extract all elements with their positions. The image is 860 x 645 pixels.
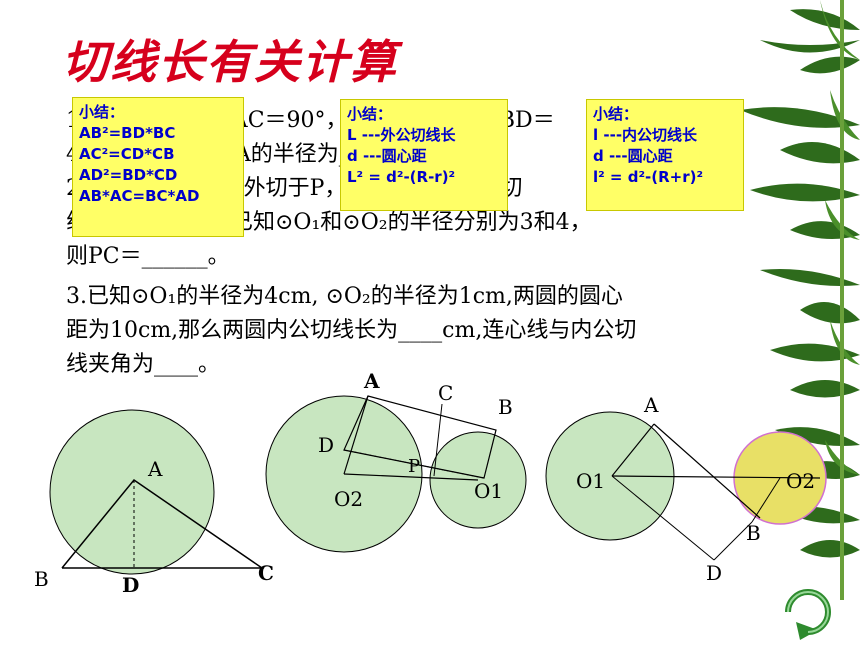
label-d: D: [706, 561, 722, 585]
note-line: d ---圆心距: [593, 147, 673, 165]
label-o2: O2: [786, 469, 815, 493]
label-d: D: [318, 433, 334, 457]
triangle-abc: [61, 478, 265, 569]
note-line: l ---内公切线长: [593, 126, 698, 144]
circle-a: [49, 409, 215, 575]
note-line: AB*AC=BC*AD: [79, 187, 200, 205]
figure-3: A O1 O2 B D: [545, 393, 827, 585]
note-title: 小结：: [347, 105, 393, 123]
label-b: B: [498, 395, 513, 419]
page-title: 切线长有关计算: [62, 35, 398, 89]
label-o1: O1: [474, 479, 503, 503]
label-a: A: [147, 457, 163, 481]
problem-3-line-1: 3.已知⊙O₁的半径为4cm, ⊙O₂的半径为1cm,两圆的圆心: [66, 284, 623, 309]
summary-note-right-triangle: 小结： AB²=BD*BC AC²=CD*CB AD²=BD*CD AB*AC=…: [72, 97, 244, 237]
label-o2: O2: [334, 487, 363, 511]
problem-3-line-3: 线夹角为____。: [66, 352, 221, 377]
note-line: l² = d²-(R+r)²: [593, 168, 704, 186]
note-line: L ---外公切线长: [347, 126, 456, 144]
summary-note-external-tangent: 小结： L ---外公切线长 d ---圆心距 L² = d²-(R-r)²: [340, 99, 508, 211]
note-line: L² = d²-(R-r)²: [347, 168, 456, 186]
return-arrow-icon[interactable]: [778, 582, 838, 642]
problem-2-line-3: 则PC＝______。: [66, 244, 230, 269]
label-a: A: [643, 393, 659, 417]
problem-3-line-2: 距为10cm,那么两圆内公切线长为____cm,连心线与内公切: [66, 318, 637, 343]
note-title: 小结：: [79, 103, 125, 121]
figure-1: A B C D: [34, 409, 274, 597]
note-line: d ---圆心距: [347, 147, 427, 165]
label-o1: O1: [576, 469, 605, 493]
note-line: AD²=BD*CD: [79, 166, 178, 184]
label-p: P: [408, 456, 420, 477]
note-line: AB²=BD*BC: [79, 124, 176, 142]
note-line: AC²=CD*CB: [79, 145, 175, 163]
figure-2: A C B D P O2 O1: [265, 369, 527, 553]
note-title: 小结：: [593, 105, 639, 123]
label-b: B: [746, 521, 761, 545]
label-a: A: [363, 369, 380, 393]
label-c: C: [438, 381, 453, 405]
label-b: B: [34, 567, 49, 591]
label-d: D: [122, 573, 139, 597]
summary-note-internal-tangent: 小结： l ---内公切线长 d ---圆心距 l² = d²-(R+r)²: [586, 99, 744, 211]
label-c: C: [258, 561, 274, 585]
